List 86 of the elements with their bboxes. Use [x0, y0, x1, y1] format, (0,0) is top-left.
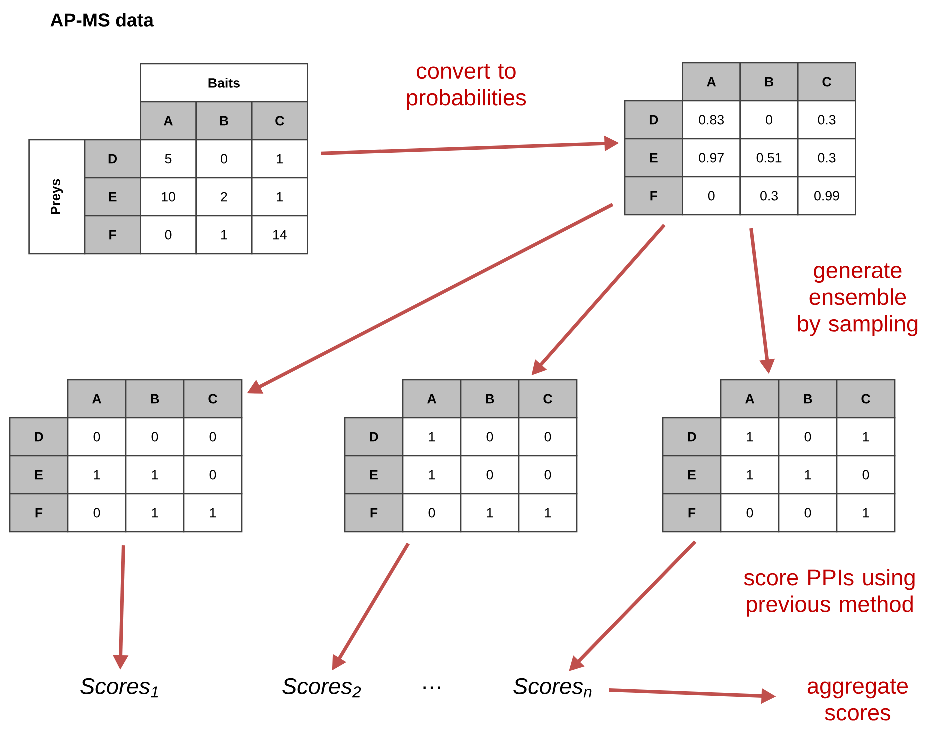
node-label: D — [688, 432, 696, 442]
node-label: 0 — [544, 432, 552, 442]
node-label: 0 — [165, 230, 172, 240]
node-label: 0 — [486, 470, 494, 480]
data-table: A B C D 0.83 0 0.3 E 0.97 0.51 0.3 F 0 0.3 0.99 — [624, 62, 856, 216]
node-label: E — [370, 470, 378, 480]
node-label: D — [650, 115, 658, 125]
node-label: E — [109, 192, 117, 202]
node-label: 0.99 — [814, 191, 840, 201]
node-label: 0 — [708, 191, 715, 201]
node-label: 0 — [210, 470, 216, 480]
node-label: 1 — [805, 470, 812, 480]
node-label: 1 — [429, 432, 436, 442]
node-label: F — [370, 508, 378, 518]
node-label: C — [862, 394, 870, 404]
heading: AP-MS data — [50, 13, 154, 27]
node-label: 0 — [804, 432, 812, 442]
node-label: 0 — [862, 470, 870, 480]
node-label: E — [650, 153, 658, 163]
node-label: 1 — [429, 470, 436, 480]
node-label: 0.97 — [699, 153, 724, 163]
edge-label: convert to probabilities — [407, 64, 526, 110]
node-label: 0.51 — [756, 153, 782, 163]
node-label: 2 — [221, 192, 228, 202]
node-label: F — [650, 191, 658, 201]
node-label: 1 — [747, 432, 754, 442]
node-label: Preys — [51, 179, 64, 214]
node-label: 0 — [221, 154, 228, 164]
node-label: 0 — [94, 508, 100, 518]
node-label: C — [208, 394, 218, 404]
node-label: 0 — [766, 115, 772, 125]
node-label: 1 — [222, 230, 228, 240]
node-label: A — [164, 116, 173, 126]
node-label: 5 — [165, 154, 172, 164]
annotation: generate ensemble by sampling — [798, 264, 918, 336]
node-label: E — [35, 470, 43, 480]
score-label: Scores$_{n}$ — [514, 678, 592, 698]
node-label: D — [35, 432, 44, 442]
node-label: E — [688, 470, 696, 480]
score-label: Scores$_{2}$ — [282, 678, 362, 698]
node-label: 0 — [746, 508, 754, 518]
node-label: 0 — [152, 432, 158, 442]
node-label: F — [110, 230, 116, 240]
node-label: A — [707, 77, 716, 87]
node-label: 1 — [152, 508, 158, 518]
node-label: B — [765, 77, 774, 87]
data-table: A B C D 1 0 0 E 1 0 0 F 0 1 1 — [344, 379, 578, 533]
result-label: aggregate scores — [808, 679, 908, 721]
node-label: 1 — [210, 508, 216, 518]
node-label: 1 — [94, 470, 100, 480]
node-label: 1 — [863, 508, 870, 518]
node-label: B — [486, 394, 494, 404]
node-label: 0.3 — [818, 153, 836, 163]
node-label: B — [151, 394, 160, 404]
node-label: 10 — [162, 192, 176, 202]
node-label: 1 — [487, 508, 494, 518]
node-label: C — [276, 116, 284, 126]
node-label: D — [108, 154, 118, 164]
node-label: 0 — [428, 508, 436, 518]
node-label: 14 — [274, 230, 287, 240]
score-label: Scores$_{1}$ — [80, 678, 158, 698]
node-label: B — [804, 394, 812, 404]
node-label: 1 — [545, 508, 552, 518]
node-label: 0.3 — [760, 191, 778, 201]
node-label: F — [688, 508, 696, 518]
node-label: B — [220, 116, 228, 126]
node-label: 1 — [747, 470, 754, 480]
annotation: score PPIs using previous method — [744, 569, 915, 617]
node-label: 0 — [210, 432, 216, 442]
node-label: 0 — [94, 432, 100, 442]
node-label: 0 — [544, 470, 552, 480]
node-label: 0 — [486, 432, 494, 442]
node-label: F — [36, 508, 43, 518]
node-label: C — [822, 77, 832, 87]
data-table: Baits A B C Preys D 5 0 1 E 10 2 1 F 0 1 14 — [28, 63, 308, 255]
node-label: 0 — [804, 508, 812, 518]
node-label: 1 — [277, 192, 283, 202]
node-label: 0.3 — [818, 115, 836, 125]
node-label: 1 — [863, 432, 870, 442]
data-table: A B C D 1 0 1 E 1 1 0 F 0 0 1 — [662, 379, 896, 533]
ellipsis: … — [424, 686, 440, 690]
node-label: A — [428, 394, 436, 404]
node-label: 1 — [277, 154, 283, 164]
node-label: 1 — [152, 470, 158, 480]
data-table: A B C D 0 0 0 E 1 1 0 F 0 1 1 — [9, 379, 243, 533]
node-label: D — [370, 432, 378, 442]
